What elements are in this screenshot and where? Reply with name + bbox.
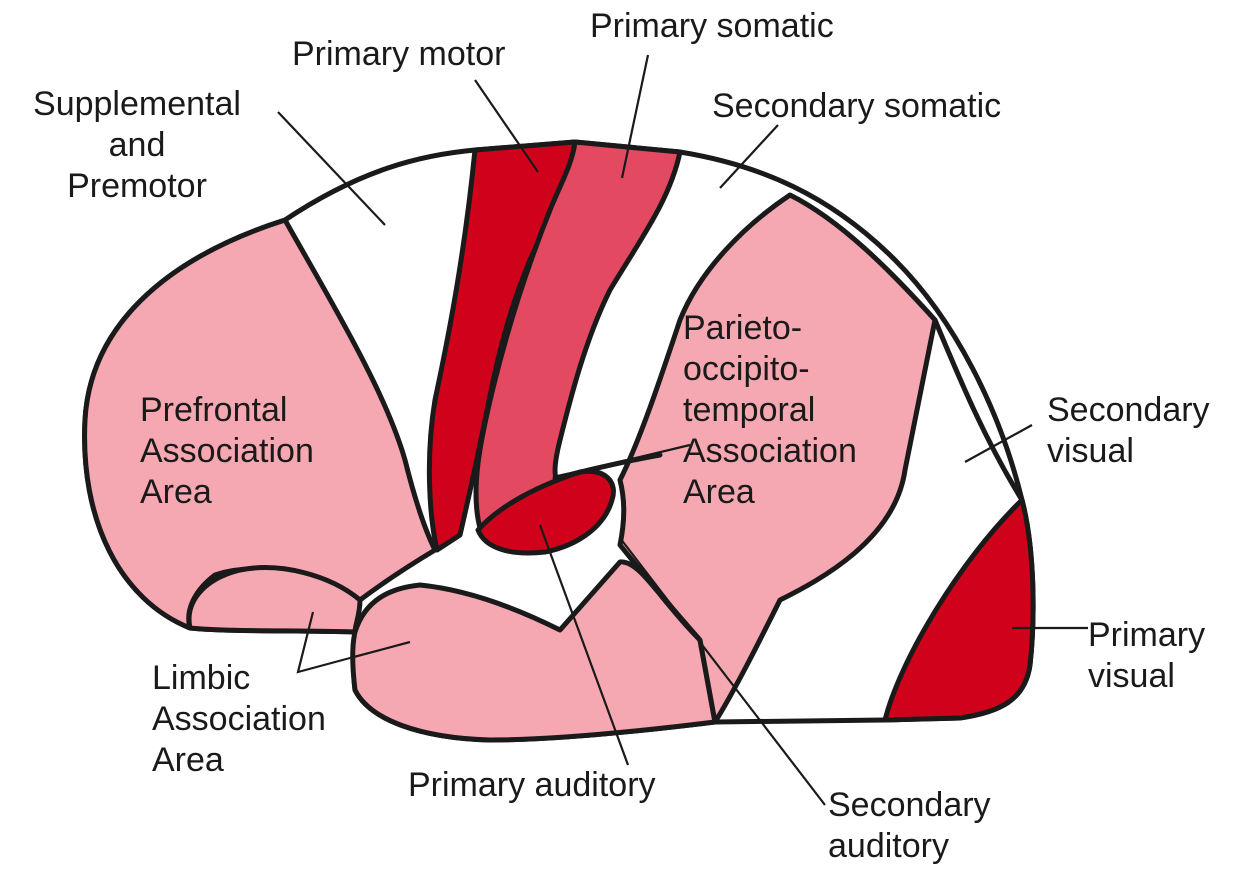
- label-primary-motor: Primary motor: [292, 34, 505, 75]
- label-limbic-association: Limbic Association Area: [152, 658, 326, 781]
- label-prefrontal-association: Prefrontal Association Area: [140, 390, 314, 513]
- label-parieto-occipito-temporal: Parieto- occipito- temporal Association …: [683, 308, 857, 513]
- label-primary-auditory: Primary auditory: [408, 765, 656, 806]
- label-secondary-visual: Secondary visual: [1047, 390, 1210, 472]
- label-primary-visual: Primary visual: [1088, 615, 1205, 697]
- label-supplemental-premotor: Supplemental and Premotor: [12, 84, 262, 207]
- label-secondary-auditory: Secondary auditory: [828, 785, 991, 867]
- label-primary-somatic: Primary somatic: [590, 6, 834, 47]
- label-secondary-somatic: Secondary somatic: [712, 86, 1001, 127]
